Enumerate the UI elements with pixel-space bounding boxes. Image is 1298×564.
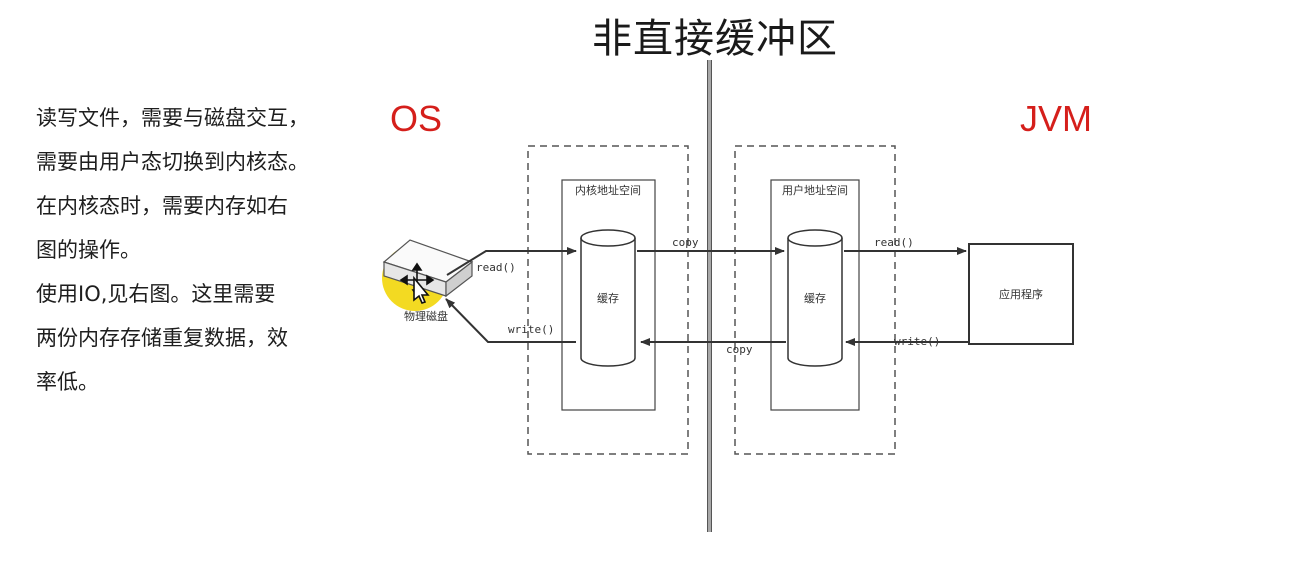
description-line: 率低。 (36, 370, 99, 394)
user-buffer-label: 缓存 (804, 291, 826, 305)
move-cursor-icon (399, 262, 435, 304)
kernel-dashed-box (527, 145, 689, 455)
copy-bottom-label: copy (726, 343, 753, 356)
app-write-label: write() (894, 335, 940, 348)
disk-read-label: read() (476, 261, 516, 274)
description-line: 读写文件，需要与磁盘交互， (36, 106, 309, 130)
os-jvm-divider (707, 60, 712, 532)
disk-read-arrow (446, 247, 577, 276)
user-buffer-cylinder (787, 229, 843, 367)
description-line: 两份内存存储重复数据，效 (36, 326, 288, 350)
os-label: OS (390, 98, 443, 139)
application-label: 应用程序 (999, 287, 1043, 301)
description-line: 使用IO,见右图。这里需要 (36, 282, 276, 306)
user-address-space-box (770, 179, 860, 411)
jvm-label: JVM (1020, 98, 1092, 139)
description-text: 读写文件，需要与磁盘交互， 需要由用户态切换到内核态。 在内核态时，需要内存如右… (36, 96, 376, 404)
app-read-label: read() (874, 236, 914, 249)
description-line: 图的操作。 (36, 238, 141, 262)
disk-write-label: write() (508, 323, 554, 336)
disk-write-arrow (445, 298, 576, 343)
physical-disk-label: 物理磁盘 (404, 309, 448, 323)
page-title: 非直接缓冲区 (592, 16, 838, 62)
user-address-space-label: 用户地址空间 (782, 183, 848, 197)
kernel-address-space-box (561, 179, 656, 411)
description-line: 需要由用户态切换到内核态。 (36, 150, 309, 174)
kernel-buffer-label: 缓存 (597, 291, 619, 305)
copy-top-label: copy (672, 236, 699, 249)
kernel-buffer-cylinder (580, 229, 636, 367)
kernel-address-space-label: 内核地址空间 (575, 183, 641, 197)
user-dashed-box (734, 145, 896, 455)
application-box (968, 243, 1074, 345)
description-line: 在内核态时，需要内存如右 (36, 194, 288, 218)
